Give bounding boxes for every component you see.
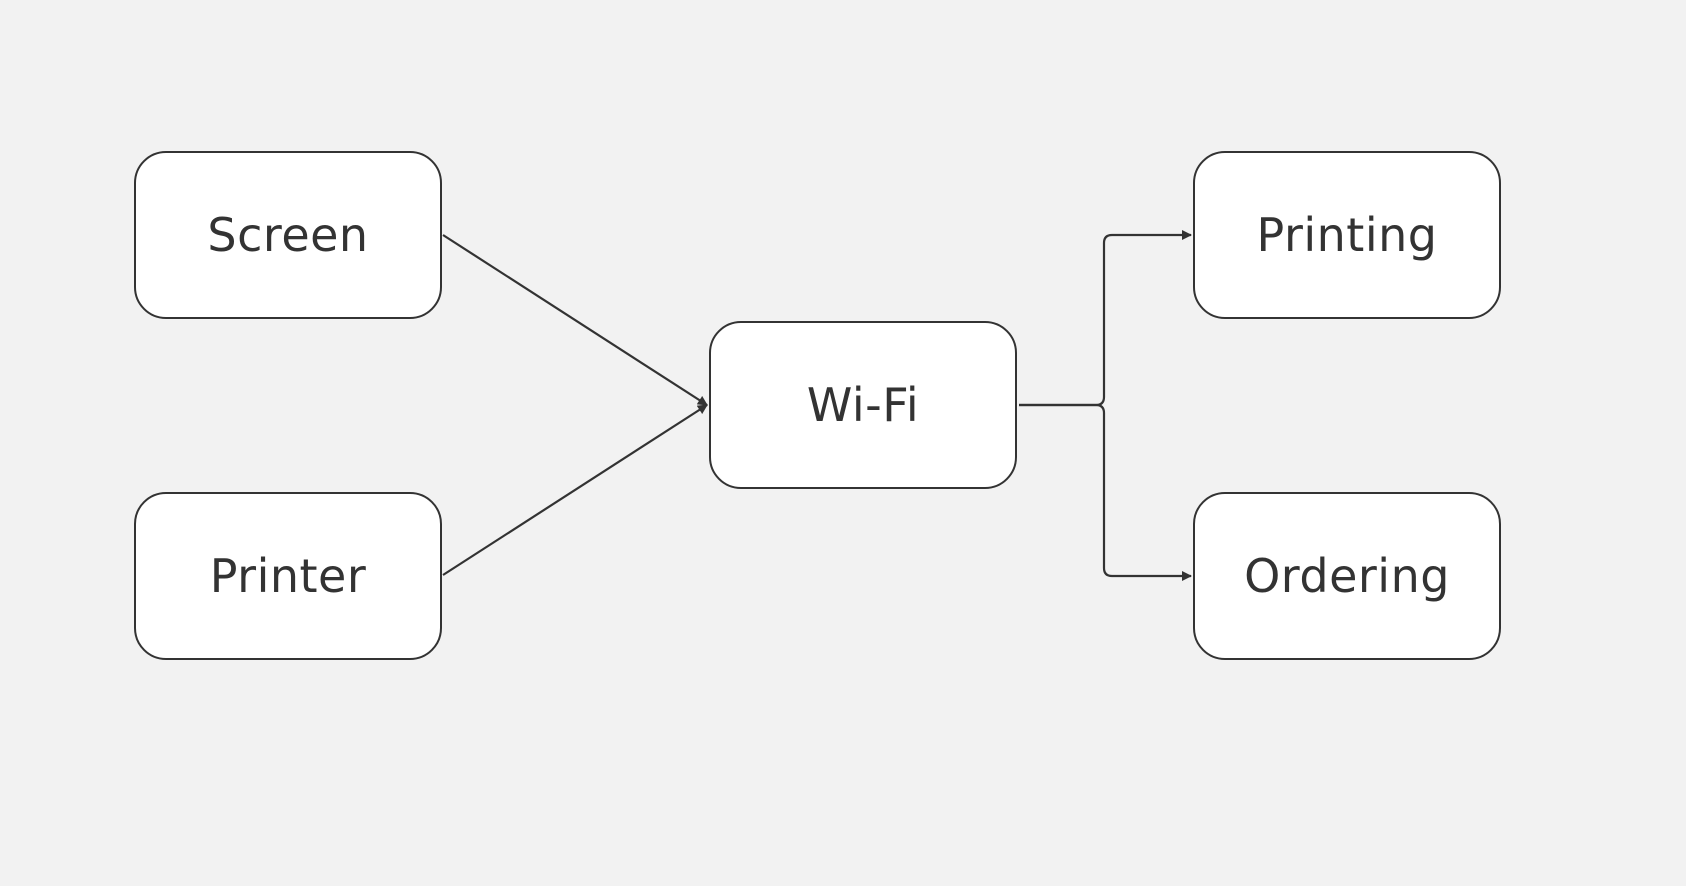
node-label: Screen (207, 208, 369, 262)
node-printing[interactable]: Printing (1193, 151, 1501, 319)
node-label: Wi-Fi (806, 378, 920, 432)
node-screen[interactable]: Screen (134, 151, 442, 319)
node-label: Ordering (1244, 549, 1450, 603)
edge-wifi-to-ordering[interactable] (1019, 403, 1192, 581)
node-wifi[interactable]: Wi-Fi (709, 321, 1017, 489)
node-label: Printing (1256, 208, 1438, 262)
edge-screen-to-wifi[interactable] (442, 234, 708, 406)
node-label: Printer (209, 549, 367, 603)
edge-wifi-to-printing[interactable] (1019, 230, 1192, 407)
node-printer[interactable]: Printer (134, 492, 442, 660)
edge-printer-to-wifi[interactable] (442, 404, 708, 576)
node-ordering[interactable]: Ordering (1193, 492, 1501, 660)
